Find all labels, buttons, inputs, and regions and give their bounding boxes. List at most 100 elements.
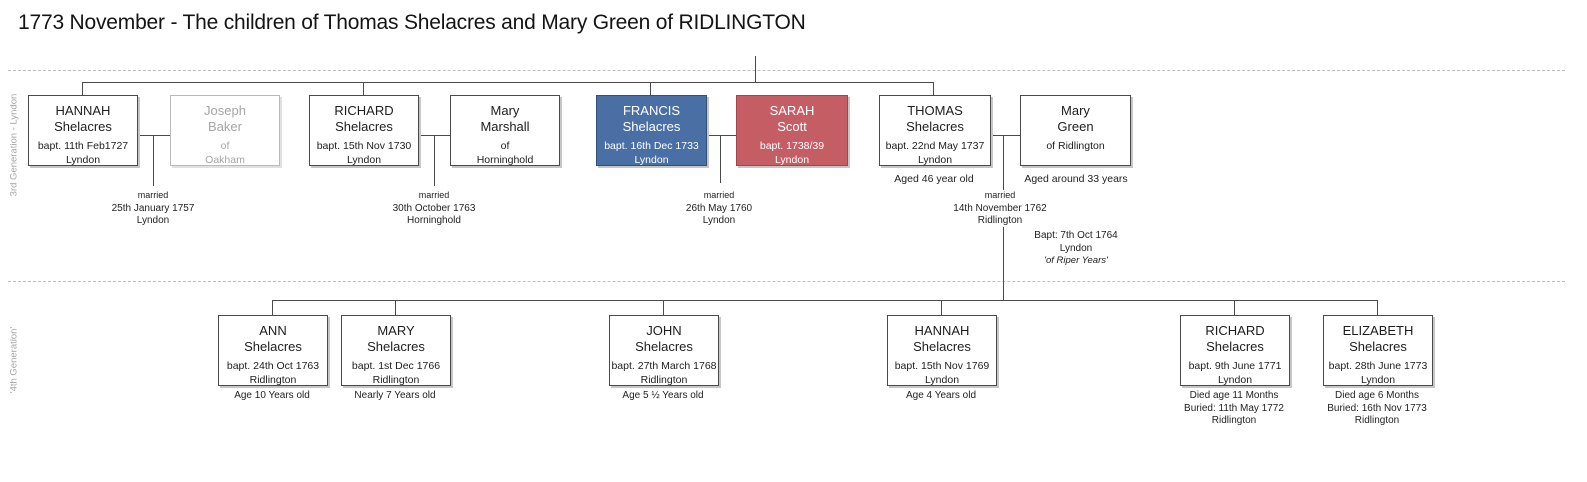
person-box-francis-shelacres[interactable]: FRANCIS Shelacres bapt. 16th Dec 1733 Ly… (596, 95, 707, 166)
baptism-date: Bapt: 7th Oct 1764 (1034, 230, 1118, 241)
detail-line: Lyndon (924, 373, 960, 386)
person-detail: bapt. 16th Dec 1733 Lyndon (597, 140, 706, 167)
baptism-note-mary-green: Bapt: 7th Oct 1764 Lyndon 'of Riper Year… (1031, 230, 1121, 267)
marriage-note-thomas-mary: married 14th November 1762 Ridlington (950, 190, 1050, 227)
first-name: Joseph (204, 103, 246, 118)
burial-place-line: Ridlington (1354, 415, 1400, 426)
connector-drop-richard-gen3 (363, 82, 364, 95)
person-name: HANNAH Shelacres (888, 323, 996, 354)
connector-drop-thomas-gen3 (933, 82, 934, 95)
person-detail: bapt. 24th Oct 1763 Ridlington (219, 360, 327, 387)
person-box-joseph-baker[interactable]: Joseph Baker of Oakham (170, 95, 280, 166)
person-box-mary-marshall[interactable]: Mary Marshall of Horninghold (450, 95, 560, 166)
person-box-richard-shelacres-gen4[interactable]: RICHARD Shelacres bapt. 9th June 1771 Ly… (1180, 315, 1290, 386)
marriage-note-richard-mary: married 30th October 1763 Horninghold (389, 190, 479, 227)
person-name: MARY Shelacres (342, 323, 450, 354)
marriage-drop-hannah-joseph (153, 135, 154, 186)
detail-line: bapt. 9th June 1771 (1188, 360, 1282, 372)
first-name: THOMAS (907, 103, 963, 118)
first-name: HANNAH (914, 323, 970, 338)
person-detail: bapt. 1st Dec 1766 Ridlington (342, 360, 450, 387)
person-detail: bapt. 22nd May 1737 Lyndon (880, 140, 990, 167)
person-detail: bapt. 27th March 1768 Ridlington (610, 360, 718, 387)
age-note-mary-green: Aged around 33 years (1024, 173, 1128, 185)
marriage-date: 25th January 1757 (111, 203, 195, 214)
side-label-4th-generation: '4th Generation' (8, 326, 20, 394)
connector-gen4-sibling-rail (272, 300, 1377, 301)
detail-line: bapt. 11th Feb1727 (37, 140, 129, 152)
person-box-john-shelacres[interactable]: JOHN Shelacres bapt. 27th March 1768 Rid… (609, 315, 719, 386)
surname: Shelacres (913, 338, 971, 354)
marriage-line-thomas-mary (989, 135, 1020, 136)
detail-line: of (500, 140, 510, 152)
marriage-note-francis-sarah: married 26th May 1760 Lyndon (682, 190, 756, 227)
person-name: RICHARD Shelacres (310, 103, 418, 134)
marriage-date: 30th October 1763 (392, 203, 476, 214)
marriage-note-hannah-joseph: married 25th January 1757 Lyndon (108, 190, 198, 227)
marriage-place: Lyndon (702, 215, 736, 226)
connector-drop-ann (272, 300, 273, 315)
person-box-mary-shelacres-gen4[interactable]: MARY Shelacres bapt. 1st Dec 1766 Ridlin… (341, 315, 451, 386)
detail-line: bapt. 22nd May 1737 (885, 140, 985, 152)
first-name: FRANCIS (622, 103, 681, 118)
person-box-ann-shelacres[interactable]: ANN Shelacres bapt. 24th Oct 1763 Ridlin… (218, 315, 328, 386)
connector-drop-mary (395, 300, 396, 315)
detail-line: Lyndon (346, 153, 382, 166)
person-name: SARAH Scott (737, 103, 847, 134)
person-detail: bapt. 15th Nov 1769 Lyndon (888, 360, 996, 387)
person-box-sarah-scott[interactable]: SARAH Scott bapt. 1738/39 Lyndon (736, 95, 848, 166)
detail-line: Lyndon (634, 153, 669, 166)
person-detail: of Horninghold (451, 140, 559, 167)
marriage-date: 14th November 1762 (953, 203, 1047, 214)
connector-drop-richard-gen4 (1234, 300, 1235, 315)
first-name: Mary (1061, 103, 1090, 118)
person-detail: of Ridlington (1021, 140, 1130, 154)
generation-divider-top (8, 70, 1565, 71)
detail-line: Ridlington (640, 373, 688, 386)
surname: Green (1057, 118, 1094, 134)
person-box-richard-shelacres-gen3[interactable]: RICHARD Shelacres bapt. 15th Nov 1730 Ly… (309, 95, 419, 166)
marriage-label: married (984, 190, 1016, 200)
person-name: FRANCIS Shelacres (597, 103, 706, 134)
death-age-line: Died age 11 Months (1189, 390, 1279, 401)
person-box-hannah-shelacres-gen4[interactable]: HANNAH Shelacres bapt. 15th Nov 1769 Lyn… (887, 315, 997, 386)
person-detail: bapt. 15th Nov 1730 Lyndon (310, 140, 418, 167)
burial-note-elizabeth: Died age 6 Months Buried: 16th Nov 1773 … (1327, 390, 1427, 428)
person-box-thomas-shelacres[interactable]: THOMAS Shelacres bapt. 22nd May 1737 Lyn… (879, 95, 991, 166)
detail-line: bapt. 24th Oct 1763 (226, 360, 320, 372)
detail-line: Lyndon (774, 153, 810, 166)
connector-gen3-sibling-rail (82, 82, 934, 83)
person-detail: bapt. 1738/39 Lyndon (737, 140, 847, 167)
detail-line: Horninghold (476, 153, 534, 166)
connector-drop-hannah-gen3 (82, 82, 83, 95)
age-note-ann: Age 10 Years old (234, 390, 310, 401)
marriage-drop-francis-sarah (720, 135, 721, 183)
surname: Shelacres (1349, 338, 1407, 354)
surname: Shelacres (635, 338, 693, 354)
first-name: RICHARD (1205, 323, 1265, 338)
person-box-mary-green[interactable]: Mary Green of Ridlington (1020, 95, 1131, 166)
chart-title: 1773 November - The children of Thomas S… (18, 11, 806, 34)
death-age-line: Died age 6 Months (1335, 390, 1419, 401)
marriage-drop-richard-mary (434, 135, 435, 186)
connector-drop-elizabeth (1377, 300, 1378, 315)
surname: Shelacres (54, 118, 112, 134)
person-box-elizabeth-shelacres[interactable]: ELIZABETH Shelacres bapt. 28th June 1773… (1323, 315, 1433, 386)
person-box-hannah-shelacres-gen3[interactable]: HANNAH Shelacres bapt. 11th Feb1727 Lynd… (28, 95, 138, 166)
detail-line: Oakham (205, 153, 245, 166)
person-name: JOHN Shelacres (610, 323, 718, 354)
detail-line: bapt. 15th Nov 1769 (894, 360, 990, 372)
person-name: ELIZABETH Shelacres (1324, 323, 1432, 354)
person-detail: of Oakham (171, 140, 279, 167)
marriage-date: 26th May 1760 (685, 203, 753, 214)
surname: Scott (777, 118, 807, 134)
person-name: ANN Shelacres (219, 323, 327, 354)
burial-date-line: Buried: 11th May 1772 (1184, 402, 1284, 414)
detail-line: Lyndon (65, 153, 101, 166)
age-note-john: Age 5 ½ Years old (622, 390, 704, 401)
age-note-hannah-gen4: Age 4 Years old (905, 390, 977, 401)
first-name: RICHARD (334, 103, 394, 118)
first-name: ELIZABETH (1342, 323, 1414, 338)
connector-drop-francis-gen3 (650, 82, 651, 95)
marriage-place: Horninghold (407, 215, 461, 226)
